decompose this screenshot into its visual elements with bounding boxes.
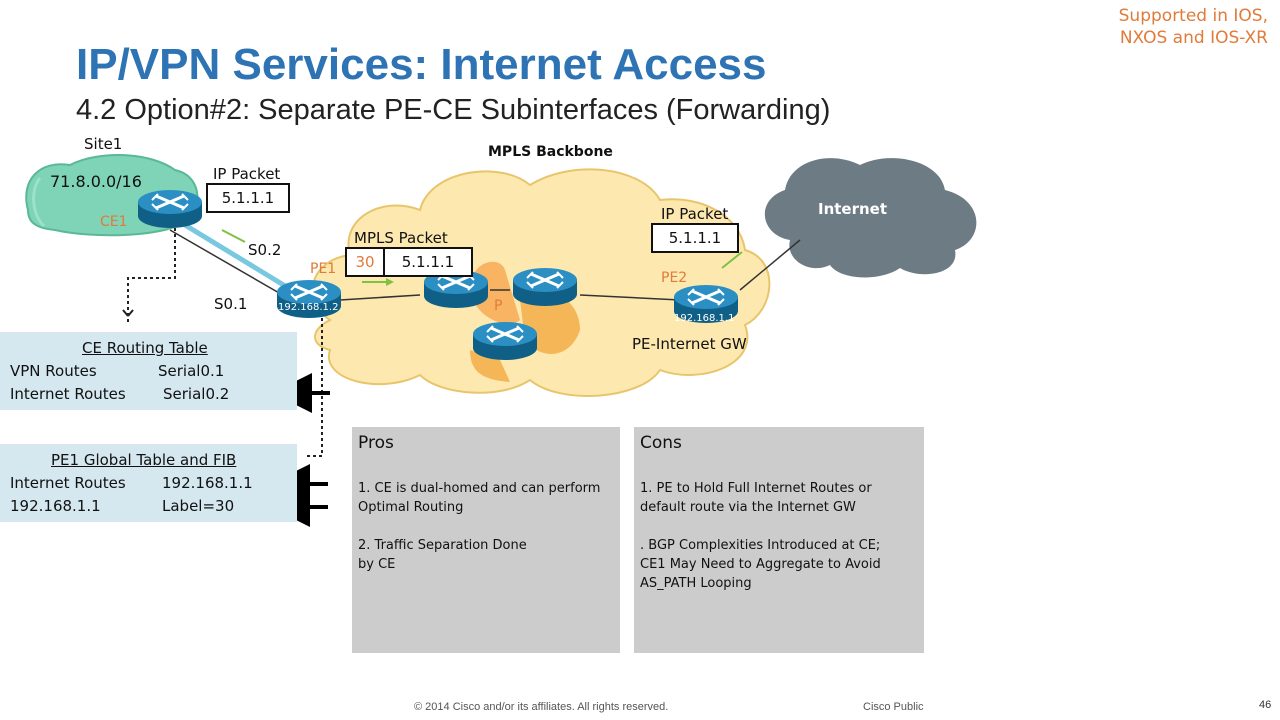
pros-title: Pros <box>358 433 394 453</box>
link-p-pe2 <box>579 294 681 301</box>
pe1-table-title: PE1 Global Table and FIB <box>51 451 237 469</box>
pros-item-2-line2: by CE <box>358 557 396 572</box>
ce-table-title: CE Routing Table <box>82 339 208 357</box>
mpls-packet-title: MPLS Packet <box>354 229 448 247</box>
ip-packet-2-title: IP Packet <box>661 205 729 223</box>
pros-item-1-line1: 1. CE is dual-homed and can perform <box>358 481 601 496</box>
pe1-label: PE1 <box>310 261 337 277</box>
pe1-table-row-value: 192.168.1.1 <box>162 474 253 492</box>
link-ce-pe1-s02 <box>183 222 302 298</box>
ip-packet-1-box: 5.1.1.1 <box>206 183 290 213</box>
cons-item-2-line3: AS_PATH Looping <box>640 576 752 591</box>
cons-title: Cons <box>640 433 682 453</box>
page-number: 46 <box>1259 699 1272 711</box>
pros-item-2: 2. Traffic Separation Done by CE <box>358 536 527 574</box>
ce-table-row-name: VPN Routes <box>10 362 97 380</box>
pe1-table-row-value: Label=30 <box>162 497 235 515</box>
mpls-payload-box: 5.1.1.1 <box>383 247 473 277</box>
support-note-line1: Supported in IOS, <box>1118 6 1268 26</box>
mpls-label-box: 30 <box>345 247 385 277</box>
pros-panel: Pros 1. CE is dual-homed and can perform… <box>352 427 620 653</box>
ce-routing-table: CE Routing Table VPN Routes Serial0.1 In… <box>0 332 297 410</box>
flow-arrow <box>221 229 246 243</box>
cons-item-2-line2: CE1 May Need to Aggregate to Avoid <box>640 557 881 572</box>
mpls-label-value: 30 <box>355 253 375 271</box>
router-ce1 <box>136 188 204 230</box>
ce-table-row-value: Serial0.2 <box>163 385 230 403</box>
ce-label: CE1 <box>100 214 128 230</box>
footer-copyright: © 2014 Cisco and/or its affiliates. All … <box>414 701 669 713</box>
pe2-ip: 192.168.1.1 <box>674 313 735 324</box>
site-label: Site1 <box>84 135 123 153</box>
mpls-payload-value: 5.1.1.1 <box>401 253 455 271</box>
router-p2 <box>511 266 579 308</box>
internet-label: Internet <box>818 200 888 218</box>
cons-item-2: . BGP Complexities Introduced at CE; CE1… <box>640 536 881 593</box>
pros-item-1-line2: Optimal Routing <box>358 500 464 515</box>
pe1-table-row-name: 192.168.1.1 <box>10 497 101 515</box>
page-title: IP/VPN Services: Internet Access <box>76 40 767 89</box>
ce-table-row-name: Internet Routes <box>10 385 126 403</box>
pe1-ip: 192.168.1.2 <box>278 302 339 313</box>
flow-arrow <box>721 251 743 269</box>
interface-s02: S0.2 <box>248 241 282 259</box>
ce-table-row-value: Serial0.1 <box>158 362 225 380</box>
pe-internet-gw-label: PE-Internet GW <box>632 335 747 353</box>
pros-item-1: 1. CE is dual-homed and can perform Opti… <box>358 479 600 517</box>
mpls-backbone-label: MPLS Backbone <box>488 144 613 160</box>
connector-ce-table <box>127 228 176 322</box>
cons-item-1-line1: 1. PE to Hold Full Internet Routes or <box>640 481 872 496</box>
cons-item-2-line1: . BGP Complexities Introduced at CE; <box>640 538 881 553</box>
cons-panel: Cons 1. PE to Hold Full Internet Routes … <box>634 427 924 653</box>
page-subtitle: 4.2 Option#2: Separate PE-CE Subinterfac… <box>76 94 831 126</box>
ip-packet-2-box: 5.1.1.1 <box>651 223 739 253</box>
link-pe1-p <box>339 294 421 301</box>
cons-item-1: 1. PE to Hold Full Internet Routes or de… <box>640 479 872 517</box>
pe1-global-table: PE1 Global Table and FIB Internet Routes… <box>0 444 297 522</box>
interface-s01: S0.1 <box>214 295 248 313</box>
link-pe2-internet <box>739 239 801 291</box>
pros-item-2-line1: 2. Traffic Separation Done <box>358 538 527 553</box>
support-note-line2: NXOS and IOS-XR <box>1119 28 1268 48</box>
cons-item-1-line2: default route via the Internet GW <box>640 500 856 515</box>
connector-pe1-table <box>305 318 323 457</box>
p-label: P <box>494 298 503 314</box>
internet-cloud <box>764 158 977 278</box>
ip-packet-2-value: 5.1.1.1 <box>668 229 722 247</box>
pe2-label: PE2 <box>661 270 688 286</box>
ip-packet-1-value: 5.1.1.1 <box>221 189 275 207</box>
site-prefix: 71.8.0.0/16 <box>50 172 142 191</box>
support-note: Supported in IOS, NXOS and IOS-XR <box>1119 5 1268 49</box>
footer-classification: Cisco Public <box>863 701 924 713</box>
router-p3 <box>471 320 539 362</box>
ip-packet-1-title: IP Packet <box>213 165 281 183</box>
lsp-bar <box>470 350 510 382</box>
pe1-table-row-name: Internet Routes <box>10 474 126 492</box>
